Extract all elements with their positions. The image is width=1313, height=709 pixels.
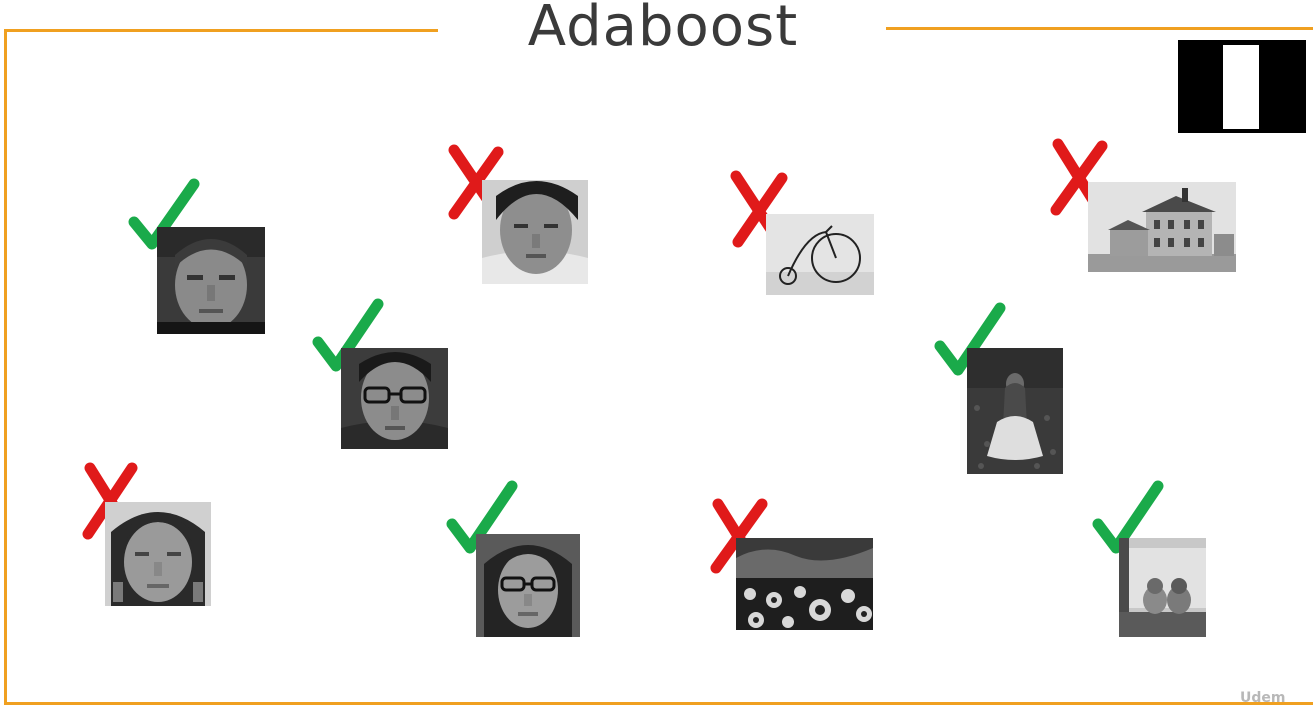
- girl-field-image: [967, 348, 1063, 474]
- face-image-1: [157, 227, 265, 334]
- check-icon: [312, 298, 384, 376]
- house-image: [1088, 182, 1236, 272]
- sunflowers-image: [736, 538, 873, 630]
- slide-title: Adaboost: [527, 0, 799, 59]
- frame-bottom: [4, 702, 1313, 705]
- dogs-image: [1119, 538, 1206, 637]
- watermark: Udem: [1240, 690, 1286, 706]
- haar-feature-white-bar: [1223, 45, 1259, 129]
- check-icon: [128, 178, 200, 254]
- face-image-4: [105, 502, 211, 606]
- check-icon: [1092, 480, 1164, 558]
- frame-top-left: [4, 29, 438, 32]
- check-icon: [934, 302, 1006, 380]
- face-image-3: [341, 348, 448, 449]
- bicycle-image: [766, 214, 874, 295]
- face-image-2: [482, 180, 588, 284]
- check-icon: [446, 480, 518, 558]
- face-image-5: [476, 534, 580, 637]
- frame-left: [4, 29, 7, 705]
- haar-feature-icon: [1178, 40, 1306, 133]
- frame-top-right: [886, 27, 1313, 30]
